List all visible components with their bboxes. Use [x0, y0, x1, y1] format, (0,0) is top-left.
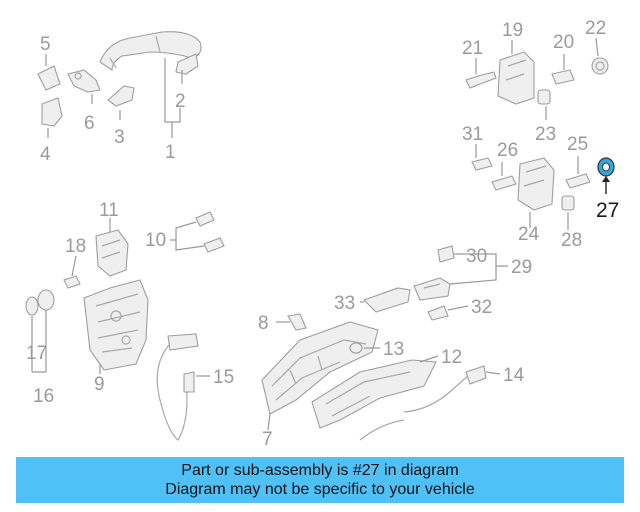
callout-27-highlighted: 27	[596, 199, 619, 222]
leader-27-arrowhead	[602, 176, 610, 182]
part-8-pin	[287, 313, 307, 331]
callout-22: 22	[585, 18, 606, 39]
part-15-cable	[156, 333, 199, 441]
part-outside-handle	[99, 31, 202, 72]
part-3-bezel	[107, 85, 135, 107]
callout-5: 5	[40, 34, 51, 55]
leader-14	[485, 371, 501, 375]
banner-line-part-number: Part or sub-assembly is #27 in diagram	[181, 462, 459, 479]
callout-11: 11	[99, 200, 119, 221]
part-28-bushing	[561, 195, 575, 211]
callout-10: 10	[145, 230, 166, 251]
callout-20: 20	[553, 32, 574, 53]
leader-16-17	[31, 310, 47, 373]
callout-19: 19	[502, 20, 523, 41]
part-6-lock-cylinder	[67, 69, 101, 93]
leader-7	[267, 413, 271, 431]
leader-32	[447, 305, 469, 311]
callout-4: 4	[40, 144, 51, 165]
callout-28: 28	[561, 230, 582, 251]
callout-23: 23	[535, 124, 556, 145]
callout-32: 32	[471, 297, 492, 318]
callout-31: 31	[462, 124, 483, 145]
callout-12: 12	[441, 347, 462, 368]
part-18-bolt	[63, 275, 81, 289]
part-23-bushing	[537, 89, 551, 105]
leader-10	[170, 221, 205, 251]
leader-29-30	[449, 253, 508, 285]
callout-33: 33	[334, 293, 355, 314]
part-31-bolt	[471, 157, 493, 171]
part-32-bolt	[427, 305, 449, 321]
part-27-highlighted	[597, 157, 615, 177]
part-20-bolt	[551, 69, 575, 85]
callout-26: 26	[497, 140, 518, 161]
part-22-washer	[591, 57, 609, 75]
callout-15: 15	[213, 367, 234, 388]
leader-22	[595, 37, 599, 57]
callout-1: 1	[165, 142, 176, 163]
part-24-hinge-lower	[517, 157, 555, 211]
info-banner: Part or sub-assembly is #27 in diagram D…	[16, 457, 624, 503]
callout-25: 25	[567, 134, 588, 155]
callout-7: 7	[262, 429, 273, 450]
leader-18	[71, 255, 77, 277]
part-10-screws	[195, 211, 225, 253]
part-2-handle-cap	[175, 53, 199, 75]
part-19-hinge-upper	[497, 51, 535, 105]
part-14-cable	[359, 365, 487, 441]
callout-16: 16	[33, 386, 54, 407]
part-25-bolt	[565, 173, 591, 189]
part-30-29-bracket	[413, 245, 455, 301]
callout-30: 30	[466, 246, 487, 267]
part-21-bolt	[465, 71, 497, 89]
part-11-actuator	[95, 229, 129, 277]
part-5-cap	[37, 65, 61, 91]
callout-3: 3	[114, 127, 125, 148]
callout-8: 8	[258, 313, 269, 334]
callout-17: 17	[26, 343, 47, 364]
callout-6: 6	[84, 113, 95, 134]
callout-9: 9	[94, 374, 105, 395]
part-4-cover	[41, 97, 63, 127]
callout-29: 29	[511, 257, 532, 278]
callout-21: 21	[462, 38, 483, 59]
part-12-inner-handle	[311, 359, 437, 429]
part-7-inner-handle-frame	[261, 321, 379, 415]
callout-2: 2	[175, 91, 186, 112]
leader-1	[164, 58, 181, 138]
callout-18: 18	[65, 236, 86, 257]
callout-13: 13	[383, 339, 404, 360]
callout-24: 24	[518, 224, 540, 245]
leader-12	[419, 355, 439, 363]
part-13-grommet	[349, 342, 363, 354]
part-33-cover	[362, 287, 411, 313]
part-9-door-latch	[83, 279, 149, 371]
part-26-bolt	[491, 175, 517, 191]
banner-line-disclaimer: Diagram may not be specific to your vehi…	[165, 481, 475, 498]
callout-14: 14	[503, 365, 525, 386]
part-16-17-caps	[25, 289, 55, 316]
